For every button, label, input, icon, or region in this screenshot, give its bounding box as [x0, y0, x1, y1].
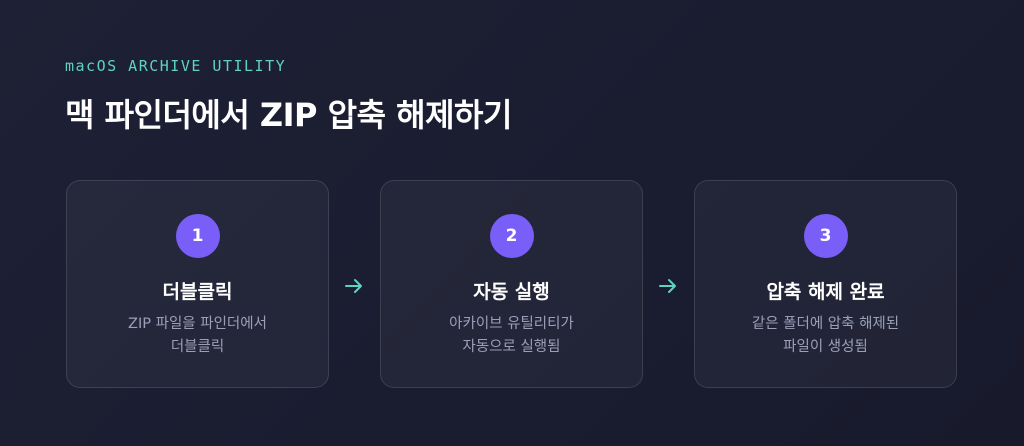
step-description: ZIP 파일을 파인더에서 더블클릭 [128, 316, 267, 355]
step-title: 더블클릭 [162, 281, 233, 303]
step-number-badge: 3 [803, 214, 848, 258]
step-description: 아카이브 유틸리티가 자동으로 실행됨 [449, 316, 574, 355]
step-number-badge: 1 [175, 214, 220, 258]
step-card-3: 3 압축 해제 완료 같은 폴더에 압축 해제된 파일이 생성됨 [694, 180, 957, 388]
step-description: 같은 폴더에 압축 해제된 파일이 생성됨 [751, 316, 900, 355]
eyebrow-label: macOS ARCHIVE UTILITY [65, 57, 287, 75]
step-title: 압축 해제 완료 [766, 281, 885, 303]
step-number-badge: 2 [489, 214, 534, 258]
step-card-1: 1 더블클릭 ZIP 파일을 파인더에서 더블클릭 [66, 180, 329, 388]
arrow-right-icon [659, 279, 676, 293]
step-title: 자동 실행 [473, 281, 550, 303]
page-title: 맥 파인더에서 ZIP 압축 해제하기 [65, 96, 512, 134]
arrow-right-icon [345, 279, 362, 293]
step-card-2: 2 자동 실행 아카이브 유틸리티가 자동으로 실행됨 [380, 180, 643, 388]
